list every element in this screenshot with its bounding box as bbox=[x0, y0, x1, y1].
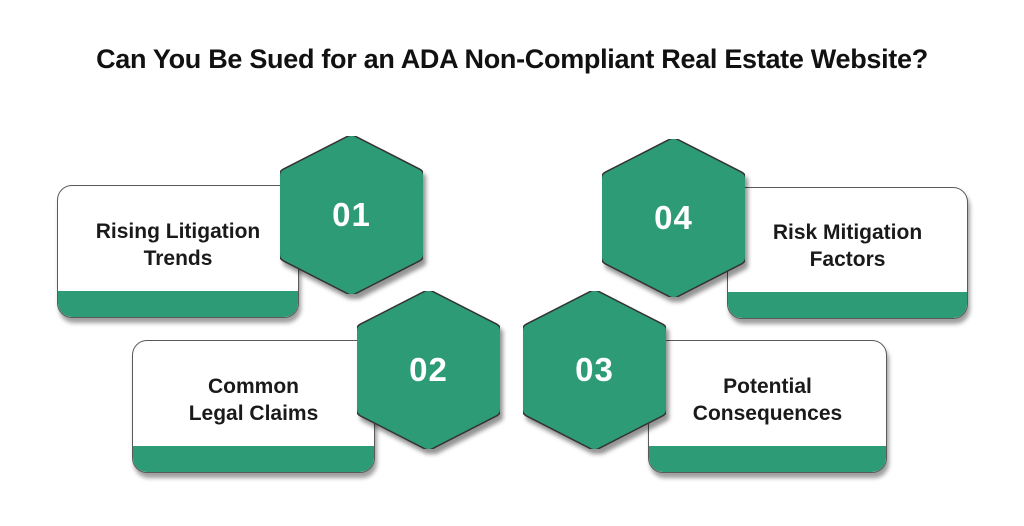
step-number-4: 04 bbox=[654, 199, 693, 236]
step-card-4: Risk Mitigation Factors bbox=[727, 187, 968, 319]
step-card-content: Potential Consequences bbox=[649, 360, 886, 454]
step-card-content: Common Legal Claims bbox=[133, 360, 374, 454]
card-accent-bar bbox=[58, 291, 298, 317]
infographic-title: Can You Be Sued for an ADA Non-Compliant… bbox=[96, 44, 928, 74]
hexagon-shape bbox=[357, 291, 500, 449]
step-card-3: Potential Consequences bbox=[648, 340, 887, 473]
step-label-3: Potential Consequences bbox=[692, 374, 843, 425]
step-card-2: Common Legal Claims bbox=[132, 340, 375, 473]
hexagon-shape bbox=[280, 136, 423, 294]
step-label-4: Risk Mitigation Factors bbox=[772, 221, 923, 271]
step-label-2: Common Legal Claims bbox=[188, 374, 319, 425]
step-card-content: Rising Litigation Trends bbox=[58, 205, 298, 299]
hexagon-shape bbox=[523, 291, 666, 449]
card-accent-bar bbox=[649, 446, 886, 472]
step-label-1: Rising Litigation Trends bbox=[95, 219, 261, 270]
step-number-1: 01 bbox=[332, 196, 371, 233]
card-accent-bar bbox=[133, 446, 374, 472]
step-hexagon-4: 04 bbox=[602, 139, 745, 297]
step-card-content: Risk Mitigation Factors bbox=[728, 206, 967, 300]
step-number-3: 03 bbox=[575, 351, 614, 388]
step-hexagon-1: 01 bbox=[280, 136, 423, 294]
step-card-1: Rising Litigation Trends bbox=[57, 185, 299, 318]
step-number-2: 02 bbox=[409, 351, 448, 388]
hexagon-shape bbox=[602, 139, 745, 297]
step-hexagon-3: 03 bbox=[523, 291, 666, 449]
step-hexagon-2: 02 bbox=[357, 291, 500, 449]
card-accent-bar bbox=[728, 292, 967, 318]
